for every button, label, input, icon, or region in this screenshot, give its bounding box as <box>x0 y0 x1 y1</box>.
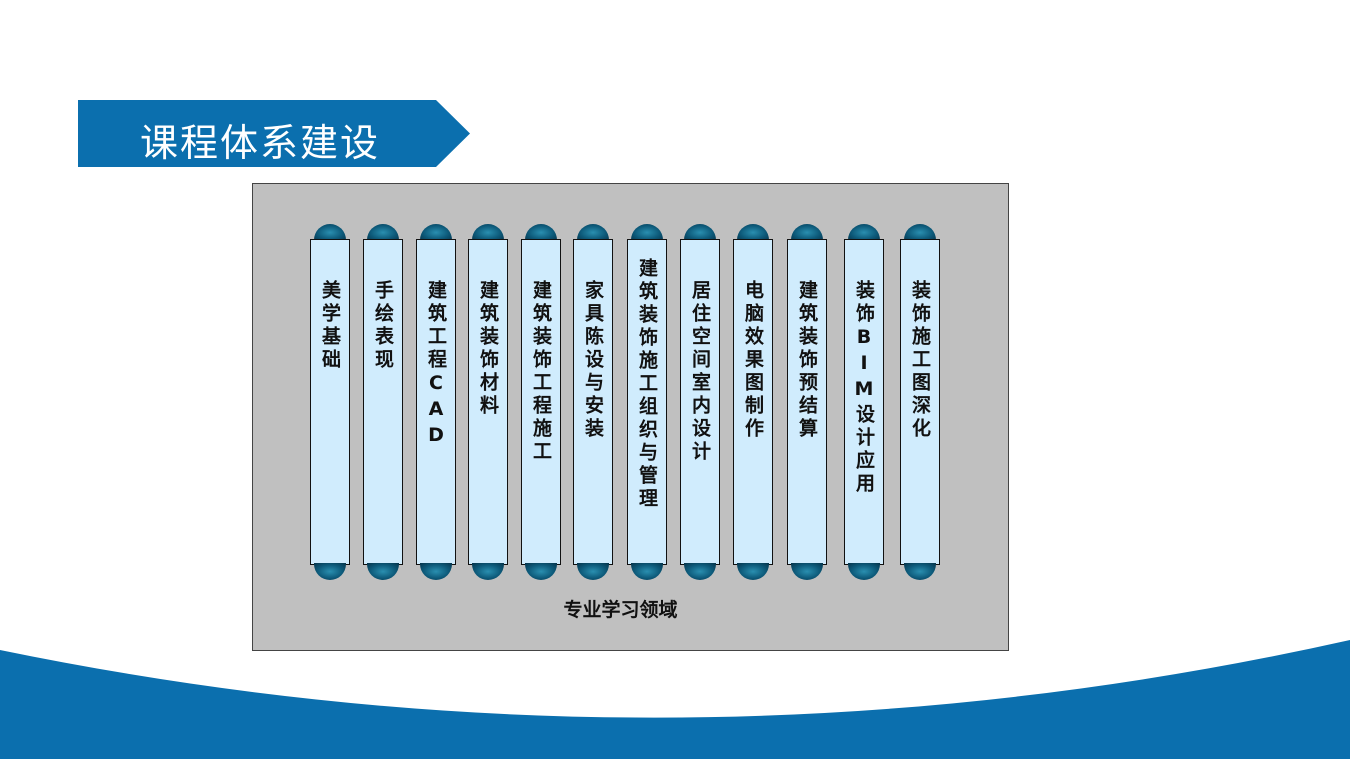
scroll-body: 装饰施工图深化 <box>900 239 940 565</box>
course-scroll: 建筑装饰材料 <box>468 224 508 580</box>
scroll-cap-top <box>631 224 663 241</box>
scroll-body: 家具陈设与安装 <box>573 239 613 565</box>
title-banner: 课程体系建设 <box>78 100 470 167</box>
course-label: 装饰BIM设计应用 <box>853 280 875 496</box>
page-title: 课程体系建设 <box>140 121 381 165</box>
course-label: 手绘表现 <box>372 280 394 372</box>
scroll-cap-top <box>367 224 399 241</box>
scroll-cap-top <box>472 224 504 241</box>
course-label: 美学基础 <box>319 280 341 372</box>
scroll-cap-top <box>420 224 452 241</box>
scroll-cap-bottom <box>631 563 663 580</box>
course-scroll: 电脑效果图制作 <box>733 224 773 580</box>
course-scroll: 美学基础 <box>310 224 350 580</box>
scroll-cap-bottom <box>472 563 504 580</box>
course-label: 建筑工程CAD <box>425 280 447 450</box>
course-label: 装饰施工图深化 <box>909 280 931 441</box>
course-scroll: 建筑装饰施工组织与管理 <box>627 224 667 580</box>
scroll-cap-top <box>525 224 557 241</box>
scroll-cap-bottom <box>848 563 880 580</box>
course-scroll: 家具陈设与安装 <box>573 224 613 580</box>
course-scroll: 手绘表现 <box>363 224 403 580</box>
course-label: 居住空间室内设计 <box>689 280 711 464</box>
scroll-cap-top <box>577 224 609 241</box>
scroll-cap-top <box>314 224 346 241</box>
course-scroll: 居住空间室内设计 <box>680 224 720 580</box>
panel-caption: 专业学习领域 <box>563 599 678 621</box>
scroll-body: 电脑效果图制作 <box>733 239 773 565</box>
scroll-cap-top <box>848 224 880 241</box>
course-scroll: 建筑装饰工程施工 <box>521 224 561 580</box>
course-diagram-panel: 美学基础 手绘表现 建筑工程CAD 建筑装饰材料 建筑装饰工程施工 家具陈设与安装 建筑装饰… <box>252 183 1009 651</box>
scroll-cap-bottom <box>684 563 716 580</box>
course-scroll: 装饰BIM设计应用 <box>844 224 884 580</box>
scroll-cap-bottom <box>420 563 452 580</box>
course-scroll: 装饰施工图深化 <box>900 224 940 580</box>
course-label: 家具陈设与安装 <box>582 280 604 441</box>
scroll-body: 建筑装饰工程施工 <box>521 239 561 565</box>
scroll-body: 手绘表现 <box>363 239 403 565</box>
course-label: 建筑装饰施工组织与管理 <box>636 258 658 511</box>
scroll-body: 美学基础 <box>310 239 350 565</box>
scroll-body: 装饰BIM设计应用 <box>844 239 884 565</box>
scroll-cap-bottom <box>577 563 609 580</box>
scroll-body: 建筑装饰预结算 <box>787 239 827 565</box>
course-label: 电脑效果图制作 <box>742 280 764 441</box>
scroll-cap-bottom <box>904 563 936 580</box>
scroll-cap-bottom <box>791 563 823 580</box>
scroll-cap-top <box>684 224 716 241</box>
scroll-body: 建筑装饰施工组织与管理 <box>627 239 667 565</box>
scroll-body: 居住空间室内设计 <box>680 239 720 565</box>
scroll-cap-top <box>737 224 769 241</box>
scroll-cap-bottom <box>737 563 769 580</box>
scroll-cap-bottom <box>367 563 399 580</box>
scroll-cap-bottom <box>314 563 346 580</box>
course-label: 建筑装饰工程施工 <box>530 280 552 464</box>
scroll-body: 建筑工程CAD <box>416 239 456 565</box>
course-scroll: 建筑工程CAD <box>416 224 456 580</box>
scroll-cap-top <box>904 224 936 241</box>
course-scroll: 建筑装饰预结算 <box>787 224 827 580</box>
scroll-body: 建筑装饰材料 <box>468 239 508 565</box>
scroll-cap-top <box>791 224 823 241</box>
course-label: 建筑装饰预结算 <box>796 280 818 441</box>
course-label: 建筑装饰材料 <box>477 280 499 418</box>
scroll-cap-bottom <box>525 563 557 580</box>
